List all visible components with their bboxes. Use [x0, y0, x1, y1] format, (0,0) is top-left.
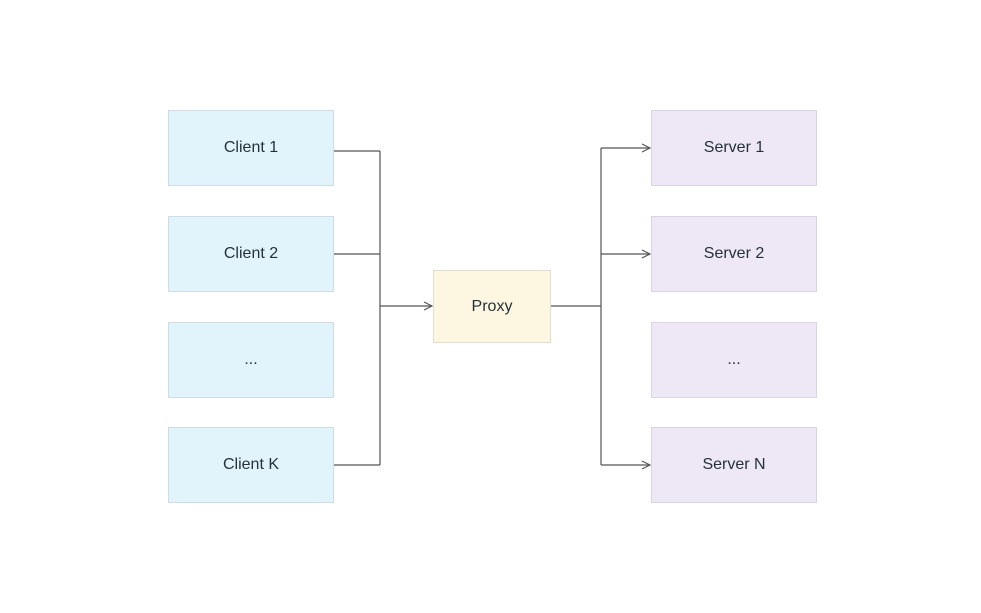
- server-1-box: Server 1: [651, 110, 817, 186]
- proxy-label: Proxy: [471, 297, 513, 315]
- server-n-box: Server N: [651, 427, 817, 503]
- server-1-label: Server 1: [703, 139, 765, 156]
- server-ellipsis-label: ...: [727, 351, 741, 368]
- client-k-label: Client K: [222, 456, 280, 473]
- client-1-label: Client 1: [223, 139, 279, 156]
- client-ellipsis-box: ...: [168, 322, 334, 398]
- server-n-label: Server N: [702, 456, 766, 473]
- client-1-box: Client 1: [168, 110, 334, 186]
- client-ellipsis-label: ...: [244, 351, 258, 368]
- server-ellipsis-box: ...: [651, 322, 817, 398]
- proxy-box: Proxy: [433, 270, 551, 343]
- client-k-box: Client K: [168, 427, 334, 503]
- server-2-box: Server 2: [651, 216, 817, 292]
- client-2-box: Client 2: [168, 216, 334, 292]
- client-2-label: Client 2: [223, 245, 279, 262]
- server-2-label: Server 2: [703, 245, 765, 262]
